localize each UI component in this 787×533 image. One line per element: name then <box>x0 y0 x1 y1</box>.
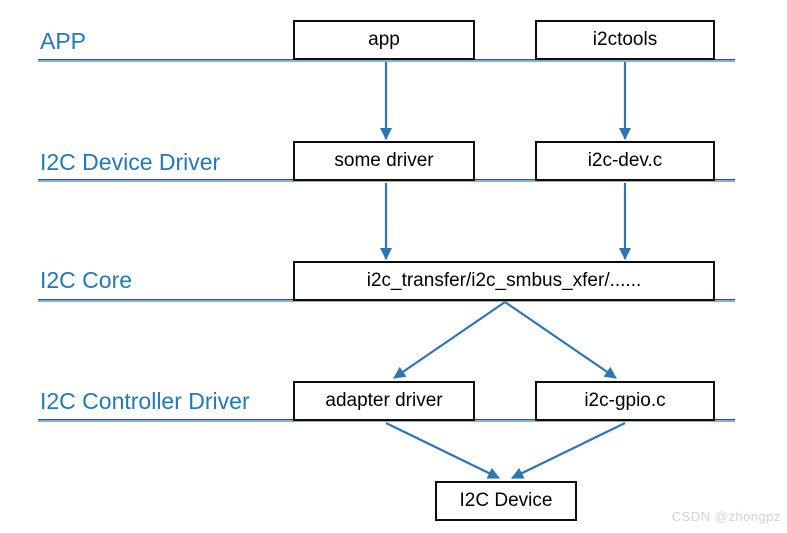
box-i2c-gpio: i2c-gpio.c <box>535 381 715 421</box>
box-some-driver: some driver <box>293 141 475 181</box>
csdn-watermark: CSDN @zhongpz <box>671 509 781 524</box>
box-i2c-device: I2C Device <box>435 481 577 521</box>
arrow-i2c-gpio-to-device <box>511 422 626 479</box>
layer-label-app: APP <box>40 28 87 54</box>
arrow-core-to-adapter-driver <box>393 301 506 379</box>
layer-label-device-driver: I2C Device Driver <box>40 149 221 175</box>
arrow-adapter-driver-to-device <box>385 422 500 479</box>
box-i2ctools: i2ctools <box>535 20 715 60</box>
box-app: app <box>293 20 475 60</box>
layer-label-core: I2C Core <box>40 267 133 293</box>
layer-label-controller-driver: I2C Controller Driver <box>40 388 250 414</box>
box-i2c-core: i2c_transfer/i2c_smbus_xfer/...... <box>293 261 715 301</box>
box-i2c-dev: i2c-dev.c <box>535 141 715 181</box>
arrow-core-to-i2c-gpio <box>504 301 617 379</box>
box-adapter-driver: adapter driver <box>293 381 475 421</box>
